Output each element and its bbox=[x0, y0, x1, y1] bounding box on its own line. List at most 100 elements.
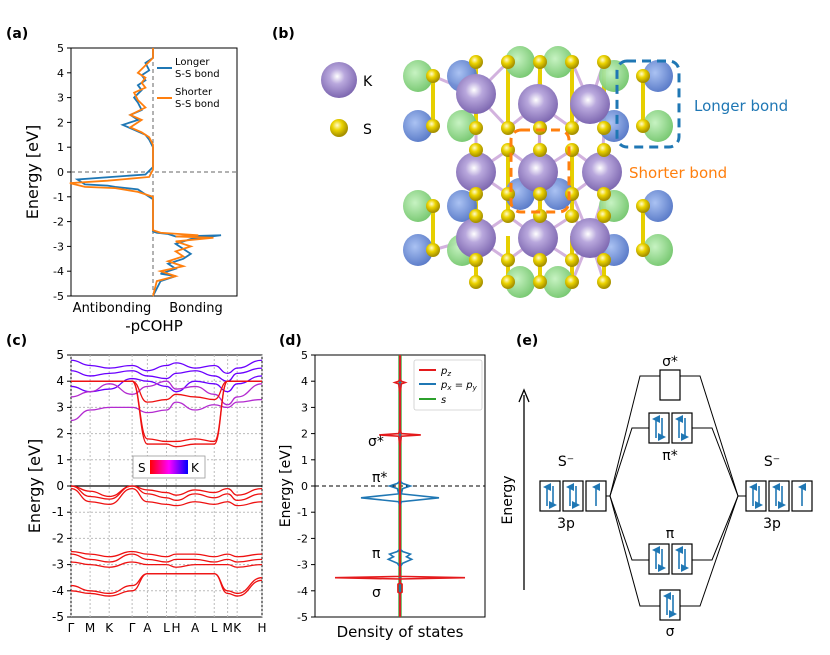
s-atom bbox=[469, 121, 483, 135]
s-atom bbox=[565, 253, 579, 267]
panel-d-ylabel: Energy [eV] bbox=[278, 445, 294, 528]
right-3p-box bbox=[768, 480, 790, 512]
p-orbital-lobe bbox=[403, 234, 433, 266]
y-tick-label: 2 bbox=[301, 428, 308, 441]
panel-a-xlabel: -pCOHP bbox=[125, 317, 183, 335]
p-orbital-lobe bbox=[403, 60, 433, 92]
y-tick-label: 1 bbox=[301, 454, 308, 467]
s-atom bbox=[501, 187, 515, 201]
pcohp-series-1 bbox=[69, 48, 214, 297]
s-atom bbox=[533, 55, 547, 69]
longer-bond-box bbox=[615, 59, 681, 149]
x-tick-label: Γ bbox=[68, 621, 75, 635]
legend-label-shorter-2: S-S bond bbox=[175, 99, 220, 110]
x-tick-label: A bbox=[191, 621, 200, 635]
s-atom bbox=[501, 253, 515, 267]
colorbar-right-label: K bbox=[191, 461, 200, 475]
x-tick-label: L bbox=[211, 621, 218, 635]
y-tick-label: -4 bbox=[297, 585, 308, 598]
y-tick-label: -5 bbox=[52, 610, 64, 624]
dos-series-0-left bbox=[334, 355, 401, 617]
s-atom bbox=[469, 209, 483, 223]
s-atom bbox=[533, 275, 547, 289]
band-line-15 bbox=[70, 573, 263, 597]
legend-k-atom bbox=[321, 62, 357, 98]
s-atom bbox=[501, 121, 515, 135]
y-tick-label: 3 bbox=[56, 400, 64, 414]
s-atom bbox=[501, 143, 515, 157]
y-tick-label: 2 bbox=[56, 427, 64, 441]
x-tick-label: A bbox=[143, 621, 152, 635]
s-atom bbox=[501, 55, 515, 69]
legend-s-label: S bbox=[363, 122, 372, 138]
y-tick-label: -4 bbox=[53, 265, 64, 278]
k-atom bbox=[456, 74, 496, 114]
mo-label-pi: π bbox=[666, 526, 675, 542]
s-atom bbox=[597, 121, 611, 135]
s-atom bbox=[565, 143, 579, 157]
panel-d-xlabel: Density of states bbox=[337, 623, 464, 641]
y-tick-label: 2 bbox=[57, 116, 64, 129]
correlation-line-2 bbox=[609, 495, 649, 561]
legend-label-longer-1: Longer bbox=[175, 57, 210, 68]
correlation-line-1 bbox=[609, 427, 649, 497]
panel-d-lines bbox=[315, 355, 485, 617]
y-tick-label: -5 bbox=[53, 290, 64, 303]
s-atom bbox=[565, 209, 579, 223]
correlation-line-4 bbox=[680, 375, 739, 497]
panel-a-xtick-bonding: Bonding bbox=[169, 301, 222, 316]
p-orbital-lobe bbox=[505, 266, 535, 298]
panel-label-c: (c) bbox=[6, 333, 27, 349]
legend-label-shorter-1: Shorter bbox=[175, 87, 213, 98]
mo-sigma-star-box bbox=[659, 369, 681, 401]
s-atom bbox=[565, 275, 579, 289]
band-line-2 bbox=[70, 375, 263, 393]
band-line-10 bbox=[70, 487, 263, 507]
dos-annot-sigma: σ bbox=[372, 585, 381, 601]
legend-k-label: K bbox=[363, 74, 373, 90]
panel-a-xtick-antibonding: Antibonding bbox=[73, 301, 152, 316]
x-tick-label: K bbox=[105, 621, 114, 635]
pcohp-series-0 bbox=[74, 48, 222, 297]
band-line-13 bbox=[70, 561, 263, 568]
p-orbital-lobe bbox=[643, 190, 673, 222]
k-atom bbox=[570, 218, 610, 258]
mo-pi-star-box-2 bbox=[671, 412, 693, 444]
legend-label-s: s bbox=[441, 395, 446, 406]
legend-label-longer-2: S-S bond bbox=[175, 69, 220, 80]
s-atom bbox=[469, 187, 483, 201]
s-atom bbox=[636, 69, 650, 83]
y-tick-label: 1 bbox=[57, 141, 64, 154]
s-atom bbox=[597, 187, 611, 201]
band-line-7 bbox=[70, 380, 262, 448]
y-tick-label: -4 bbox=[52, 584, 64, 598]
p-orbital-lobe bbox=[543, 46, 573, 78]
y-tick-label: 4 bbox=[301, 375, 308, 388]
s-atom bbox=[636, 199, 650, 213]
legend-label-pz: pz bbox=[440, 366, 451, 378]
s-atom bbox=[469, 55, 483, 69]
s-atom bbox=[533, 121, 547, 135]
p-orbital-lobe bbox=[505, 46, 535, 78]
k-atom bbox=[456, 152, 496, 192]
left-orbital-label: 3p bbox=[557, 516, 575, 532]
panel-c-colorbar: S K bbox=[132, 455, 206, 479]
x-tick-label: Γ bbox=[129, 621, 136, 635]
y-tick-label: 3 bbox=[57, 92, 64, 105]
s-atom bbox=[426, 243, 440, 257]
y-tick-label: -3 bbox=[297, 559, 308, 572]
s-atom bbox=[533, 253, 547, 267]
s-atom bbox=[597, 143, 611, 157]
mo-correlation-lines bbox=[606, 375, 746, 607]
panel-d-legend: pz px = py s bbox=[413, 359, 483, 411]
shorter-bond-label: Shorter bond bbox=[629, 164, 727, 182]
x-tick-label: H bbox=[257, 621, 266, 635]
correlation-line-3 bbox=[609, 495, 660, 607]
panel-b-structure: K S Longer bond Shorter bond bbox=[321, 46, 788, 298]
correlation-line-0 bbox=[609, 375, 660, 497]
s-atom bbox=[597, 253, 611, 267]
band-line-0 bbox=[70, 359, 263, 374]
left-atom-label: S⁻ bbox=[558, 454, 574, 470]
